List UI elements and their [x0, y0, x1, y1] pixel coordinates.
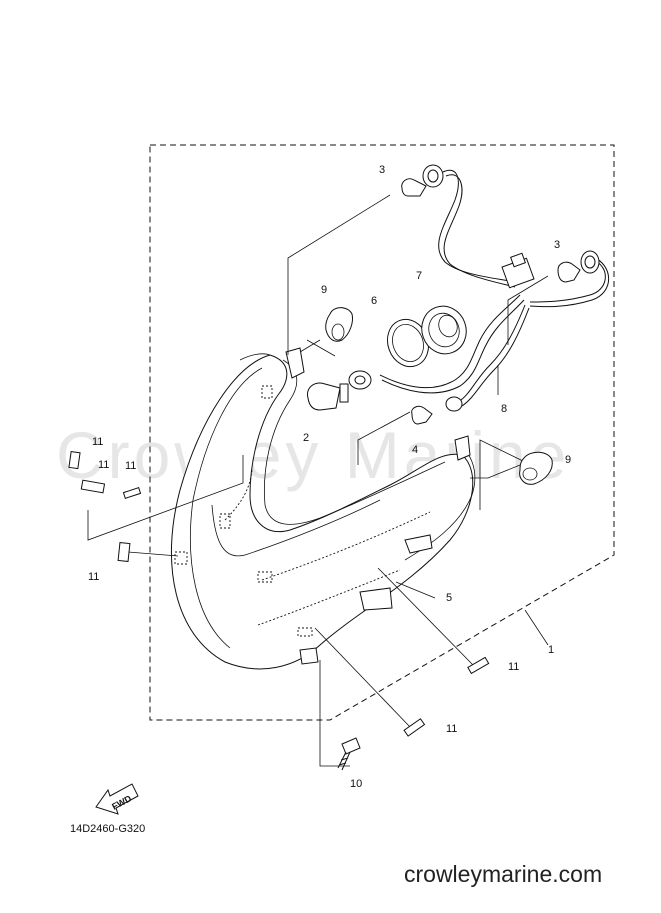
callout-11-c: 11 [125, 460, 136, 472]
wiring-harness[interactable] [348, 164, 609, 412]
bulb-wedge-right[interactable] [557, 261, 581, 283]
seal-ring[interactable] [381, 314, 435, 373]
callout-11-d: 11 [88, 571, 99, 583]
callout-3-top: 3 [379, 164, 385, 176]
callout-11-f: 11 [446, 723, 457, 735]
website-text: crowleymarine.com [404, 861, 602, 887]
callout-11-e: 11 [508, 661, 519, 673]
screw[interactable] [337, 737, 361, 771]
damper-pad-4[interactable] [117, 541, 131, 563]
callout-9-right: 9 [565, 454, 571, 466]
callout-3-right: 3 [554, 239, 560, 251]
damper-pad-3[interactable] [122, 487, 142, 499]
callout-4: 4 [412, 444, 418, 456]
front-cowl-housing[interactable] [170, 347, 476, 670]
callout-1: 1 [548, 644, 554, 656]
bulb-headlight[interactable] [306, 382, 349, 411]
damper-pad-5[interactable] [467, 656, 490, 675]
bulb-wedge-top[interactable] [401, 178, 427, 197]
callout-10: 10 [350, 778, 362, 790]
callout-6: 6 [371, 295, 377, 307]
diagram-code: 14D2460-G320 [70, 823, 145, 835]
fwd-arrow-icon: FWD [95, 783, 139, 815]
watermark-text: Crowley Marine [56, 418, 570, 492]
callout-5: 5 [446, 592, 452, 604]
callout-9-left: 9 [321, 284, 327, 296]
callout-2: 2 [303, 432, 309, 444]
reflector-left[interactable] [325, 307, 353, 342]
callout-labels: 1 2 3 3 4 5 6 7 8 9 9 10 11 11 11 11 11 … [88, 164, 571, 790]
callout-11-a: 11 [92, 436, 103, 448]
leader-lines [87, 194, 549, 767]
damper-pad-6[interactable] [403, 718, 426, 737]
callout-7: 7 [416, 270, 422, 282]
damper-pad-1[interactable] [68, 450, 81, 470]
damper-pad-2[interactable] [80, 479, 106, 494]
reflector-right[interactable] [519, 451, 553, 485]
bulb-wedge-small[interactable] [411, 405, 433, 425]
callout-8: 8 [501, 403, 507, 415]
bulb-socket[interactable] [415, 300, 473, 360]
callout-11-b: 11 [98, 459, 109, 471]
